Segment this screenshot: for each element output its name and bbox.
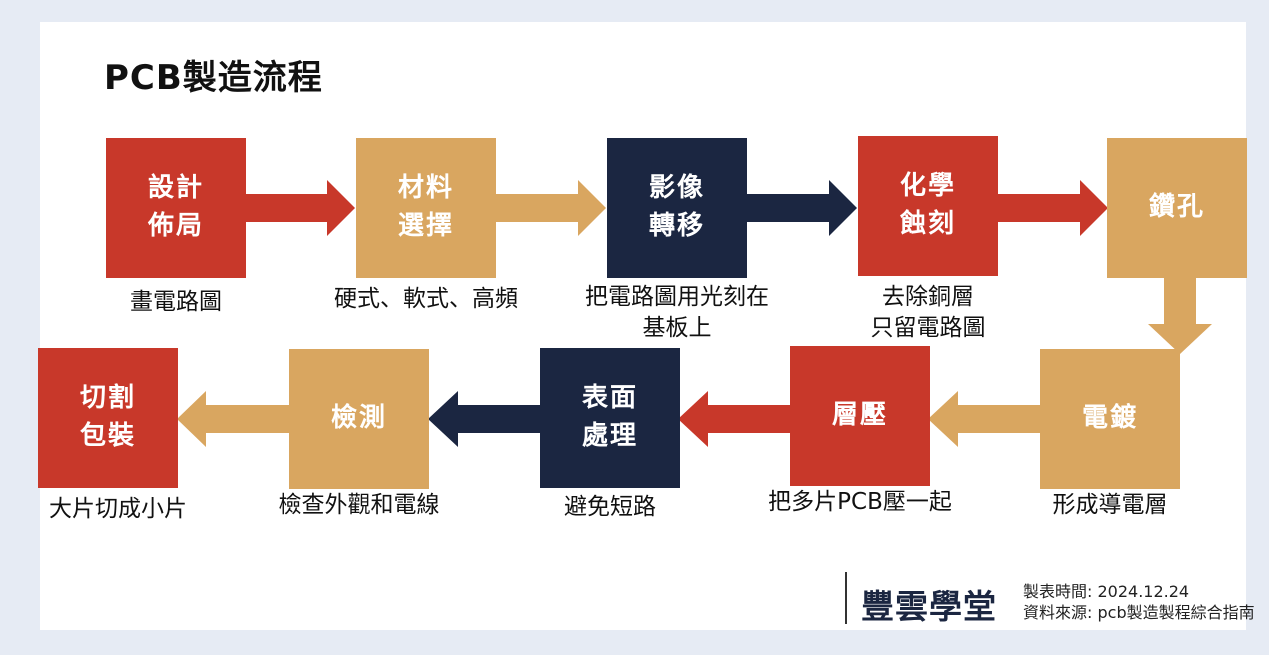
step-inspection: 檢測	[289, 349, 429, 489]
step-caption: 畫電路圖	[130, 289, 222, 315]
step-caption: 把電路圖用光刻在 基板上	[585, 284, 769, 342]
brand-logo: 豐雲學堂	[861, 587, 997, 626]
footer-divider	[845, 572, 847, 624]
step-caption: 把多片PCB壓一起	[768, 489, 952, 515]
arrow-inspection-to-cutting	[177, 391, 289, 447]
source-value: pcb製造製程綜合指南	[1097, 602, 1255, 622]
step-label: 包裝	[79, 421, 136, 451]
step-label: 處理	[581, 421, 638, 451]
arrow-imaging-to-etching	[746, 180, 857, 236]
step-caption: 大片切成小片	[49, 496, 187, 522]
step-label: 表面	[581, 383, 638, 414]
step-label: 轉移	[648, 211, 705, 241]
step-label: 檢測	[330, 403, 387, 434]
step-drilling: 鑽孔	[1107, 138, 1247, 278]
arrow-drilling-to-plating	[1148, 277, 1212, 354]
step-caption: 硬式、軟式、高頻	[334, 286, 518, 312]
step-label: 鑽孔	[1148, 192, 1205, 223]
step-label: 設計	[147, 173, 204, 204]
arrow-design-to-material	[246, 180, 355, 236]
step-material-selection: 材料 選擇	[356, 138, 496, 278]
footer-meta: 製表時間: 2024.12.24 資料來源: pcb製造製程綜合指南	[1023, 582, 1255, 624]
step-caption: 避免短路	[564, 494, 656, 520]
arrow-etching-to-drilling	[998, 180, 1108, 236]
arrow-lamination-to-surface	[678, 391, 790, 447]
step-caption: 去除銅層 只留電路圖	[870, 284, 986, 342]
date-value: 2024.12.24	[1097, 582, 1190, 601]
step-label: 材料	[397, 173, 454, 204]
diagram-card	[40, 22, 1246, 630]
step-caption: 形成導電層	[1052, 492, 1168, 518]
source-label: 資料來源:	[1023, 602, 1093, 622]
page-title: PCB製造流程	[104, 58, 323, 98]
step-plating: 電鍍	[1040, 349, 1180, 489]
date-label: 製表時間:	[1023, 582, 1093, 601]
step-label: 層壓	[831, 400, 888, 431]
step-lamination: 層壓	[790, 346, 930, 486]
step-design-layout: 設計 佈局	[106, 138, 246, 278]
step-label: 蝕刻	[899, 209, 956, 239]
step-label: 選擇	[397, 211, 454, 241]
step-cutting-packaging: 切割 包裝	[38, 348, 178, 488]
step-image-transfer: 影像 轉移	[607, 138, 747, 278]
step-caption: 檢查外觀和電線	[278, 492, 440, 518]
step-label: 佈局	[147, 211, 204, 241]
step-label: 影像	[648, 173, 705, 204]
step-label: 化學	[899, 171, 956, 202]
step-label: 電鍍	[1081, 403, 1138, 434]
arrow-material-to-imaging	[496, 180, 606, 236]
step-label: 切割	[79, 383, 136, 414]
arrow-plating-to-lamination	[928, 391, 1040, 447]
arrow-surface-to-inspection	[428, 391, 540, 447]
step-surface-treatment: 表面 處理	[540, 348, 680, 488]
step-chemical-etching: 化學 蝕刻	[858, 136, 998, 276]
